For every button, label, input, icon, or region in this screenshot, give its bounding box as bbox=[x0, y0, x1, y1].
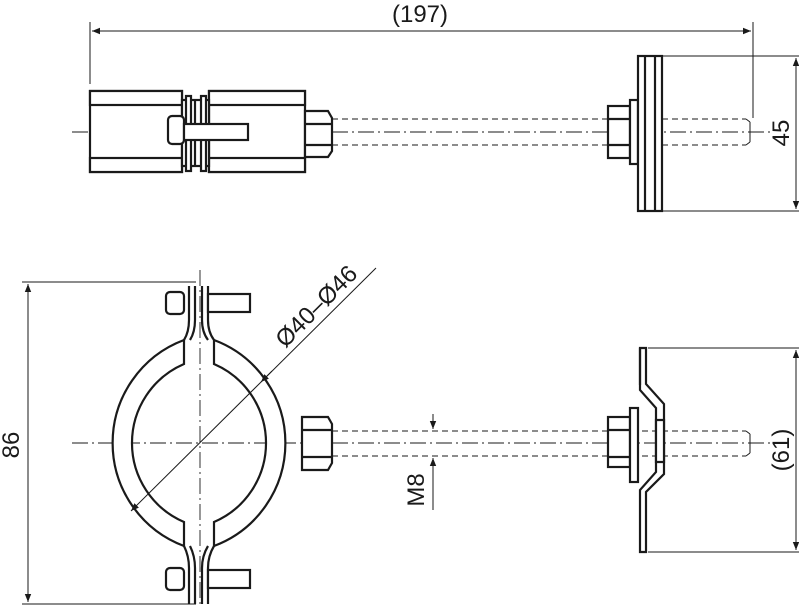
screw-top bbox=[166, 114, 250, 146]
threaded-rod-front bbox=[332, 430, 751, 457]
clamp-ring bbox=[111, 338, 287, 548]
clamp-flanges-bottom bbox=[164, 545, 252, 604]
dimension-bracket-height: (61) bbox=[648, 347, 799, 553]
clamp-ring-right bbox=[212, 338, 287, 548]
front-view: Ø40–Ø46 86 M8 (61) bbox=[0, 260, 799, 605]
weld-nut-front bbox=[300, 415, 334, 472]
dimension-thread: M8 bbox=[403, 414, 437, 510]
label-clamp-height: 86 bbox=[0, 432, 25, 459]
weld-nut-top bbox=[303, 109, 334, 159]
threaded-rod-top bbox=[332, 118, 751, 146]
mounting-plate-top bbox=[636, 54, 664, 213]
label-thread: M8 bbox=[403, 473, 430, 506]
label-overall-length: (197) bbox=[392, 1, 448, 28]
top-view: (197) 45 bbox=[72, 1, 799, 213]
label-bracket-height: (61) bbox=[768, 429, 795, 472]
dimension-plate-height: 45 bbox=[662, 55, 799, 212]
label-pipe-diameter: Ø40–Ø46 bbox=[270, 260, 363, 353]
plate-nut-top bbox=[606, 98, 640, 166]
bracket-front bbox=[606, 346, 666, 554]
clamp-top-left bbox=[88, 89, 184, 174]
label-plate-height: 45 bbox=[768, 120, 795, 147]
dimension-overall-length: (197) bbox=[89, 1, 754, 118]
dimension-clamp-height: 86 bbox=[0, 281, 196, 605]
clamp-ring-left bbox=[111, 338, 186, 548]
clamp-flanges-top bbox=[164, 286, 252, 341]
